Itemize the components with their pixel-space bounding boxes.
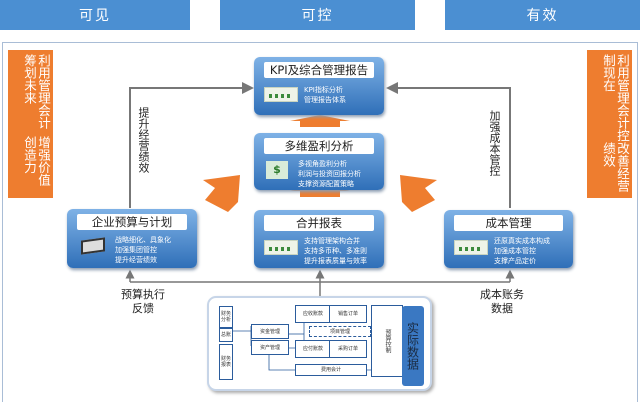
main-panel — [2, 42, 638, 402]
cost-item: 加强成本管控 — [494, 247, 536, 255]
node-fund: 资金管理 — [251, 324, 289, 339]
node-purchase: 采购订单 — [329, 340, 367, 358]
kpi-title: KPI及综合管理报告 — [264, 62, 374, 78]
left-flow-line — [129, 82, 254, 208]
header-effective: 有效 — [445, 0, 640, 30]
report-icon — [264, 240, 298, 255]
right-banner-line1: 利用管理会计控制现在 — [601, 54, 630, 142]
label-right-bottom: 成本账务数据 — [476, 288, 528, 316]
node-fin-analysis: 财务分析 — [219, 306, 233, 328]
cost-item: 还原真实成本构成 — [494, 237, 550, 245]
profit-item: 利润与投资回报分析 — [298, 170, 361, 178]
kpi-box: KPI及综合管理报告 KPI指标分析管理报告体系 — [254, 57, 384, 115]
node-project: 项目管理 — [309, 326, 371, 337]
consolidation-title: 合并报表 — [264, 215, 374, 231]
budget-item: 战略细化、具象化 — [115, 236, 171, 244]
actual-data-label: 实际数据 — [402, 306, 424, 386]
profit-item: 支撑资源配置策略 — [298, 180, 354, 188]
budget-box: 企业预算与计划 战略细化、具象化加强集团管控提升经营绩效 — [67, 209, 197, 268]
budget-item: 加强集团管控 — [115, 246, 157, 254]
diag-arrow-right — [400, 175, 437, 212]
kpi-item: 管理报告体系 — [304, 96, 346, 104]
cost-box: 成本管理 还原真实成本构成加强成本管控支撑产品定价 — [444, 210, 573, 268]
consolidation-box: 合并报表 支持管理架构合并支持多币种、多准则提升报表质量与效率 — [254, 210, 384, 268]
consolidation-item: 提升报表质量与效率 — [304, 257, 367, 265]
node-ar: 应收账款 — [295, 305, 331, 323]
label-right-up: 加强成本管控 — [488, 110, 501, 176]
report-icon — [454, 240, 488, 255]
label-left-bottom-2: 反馈 — [132, 302, 154, 315]
budget-item: 提升经营绩效 — [115, 256, 157, 264]
right-banner-line2: 改善经营绩效 — [601, 141, 630, 192]
left-banner-line2: 增强价值创造力 — [22, 136, 51, 187]
left-banner-line1: 利用管理会计筹划未来 — [22, 54, 51, 129]
up-arrow-1 — [290, 115, 350, 127]
budget-title: 企业预算与计划 — [77, 214, 187, 230]
actual-data-diagram: 财务分析 总账 财务报表 资金管理 资产管理 应收账款 销售订单 项目管理 应付… — [207, 296, 432, 391]
node-sales: 销售订单 — [329, 305, 367, 323]
calculator-icon — [81, 237, 105, 255]
report-icon — [264, 87, 298, 102]
dollar-icon: $ — [266, 161, 288, 179]
diag-arrow-left — [203, 175, 240, 212]
node-expense: 费用会计 — [295, 364, 367, 376]
consolidation-item: 支持管理架构合并 — [304, 237, 360, 245]
node-fin-report: 财务报表 — [219, 344, 233, 380]
node-budget-ctrl: 预算控制 — [371, 305, 403, 377]
profit-title: 多维盈利分析 — [264, 138, 374, 154]
cost-title: 成本管理 — [454, 215, 563, 231]
right-banner: 利用管理会计控制现在改善经营绩效 — [587, 50, 632, 198]
node-ap: 应付账款 — [295, 340, 331, 358]
profit-item: 多视角盈利分析 — [298, 160, 347, 168]
left-banner: 利用管理会计筹划未来增强价值创造力 — [8, 50, 53, 198]
label-left-bottom: 预算执行反馈 — [118, 288, 168, 316]
kpi-item: KPI指标分析 — [304, 86, 343, 94]
label-left-up: 提升经营绩效 — [137, 107, 150, 173]
consolidation-item: 支持多币种、多准则 — [304, 247, 367, 255]
header-controllable: 可控 — [220, 0, 415, 30]
label-right-bottom-2: 数据 — [491, 302, 513, 315]
node-ledger: 总账 — [219, 328, 233, 342]
profit-box: 多维盈利分析 $ 多视角盈利分析利润与投资回报分析支撑资源配置策略 — [254, 133, 384, 190]
label-right-bottom-1: 成本账务 — [480, 288, 524, 301]
node-asset: 资产管理 — [251, 340, 289, 355]
cost-item: 支撑产品定价 — [494, 257, 536, 265]
label-left-bottom-1: 预算执行 — [121, 288, 165, 301]
header-visible: 可见 — [0, 0, 190, 30]
right-flow-line — [386, 82, 511, 208]
